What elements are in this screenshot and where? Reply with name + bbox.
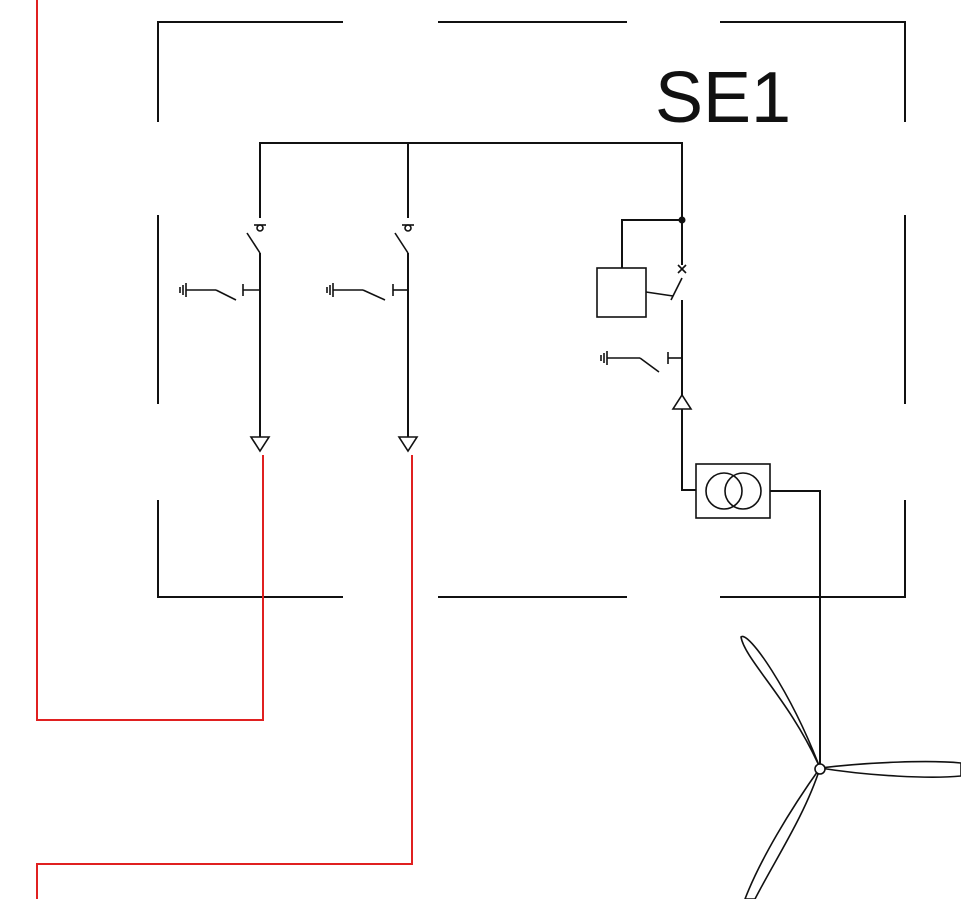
external-cable-1 (36, 0, 264, 721)
transformer-icon (695, 463, 771, 519)
busbar (259, 142, 683, 220)
substation-title: SE1 (655, 58, 791, 138)
feeder-1 (179, 224, 271, 453)
cable-termination-icon (397, 436, 419, 453)
cable-termination-icon (671, 393, 693, 410)
external-cable-2 (36, 455, 413, 899)
substation-enclosure (157, 21, 906, 598)
protection-relay (596, 267, 647, 318)
circuit-breaker-icon (670, 264, 687, 301)
earth-switch (179, 283, 260, 301)
feeder-2 (326, 224, 419, 453)
disconnector-blade (394, 232, 409, 254)
transformer-bay (596, 216, 821, 768)
disconnector-blade (246, 232, 261, 254)
cable-termination-icon (249, 436, 271, 453)
earth-switch (600, 351, 682, 373)
disconnector-pivot (404, 224, 412, 232)
wind-turbine-icon (740, 635, 961, 899)
earth-switch (326, 283, 408, 301)
disconnector-pivot (256, 224, 264, 232)
